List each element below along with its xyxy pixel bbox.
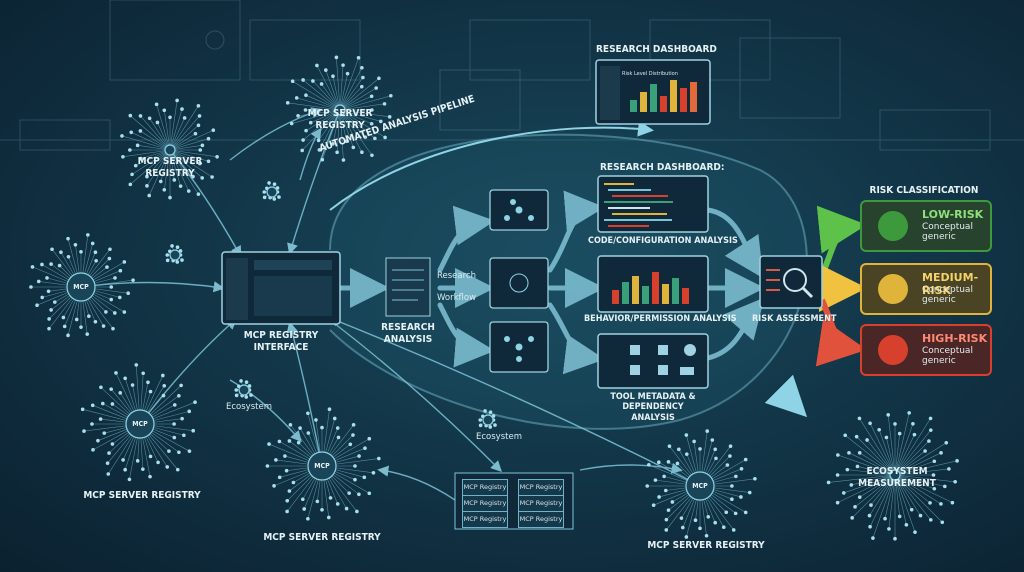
medium-risk-indicator [878, 274, 908, 304]
network-cluster [826, 411, 959, 541]
registry-label-bottom-right: MCP SERVER REGISTRY [647, 540, 765, 551]
low-risk-indicator [878, 211, 908, 241]
tool-metadata-window [597, 333, 709, 389]
network-cluster [262, 181, 281, 201]
registry-label-bottom-left: MCP SERVER REGISTRY [83, 490, 201, 501]
mcp-registry-button[interactable]: MCP Registry [462, 511, 508, 528]
code-analysis-window [597, 175, 709, 233]
mcp-node-label: MCP [692, 482, 708, 490]
risk-assessment-window [759, 255, 823, 309]
research-dashboard-title: RESEARCH DASHBOARD [596, 44, 717, 55]
research-analysis-doc [385, 257, 431, 317]
registry-interface-label: MCP REGISTRY INTERFACE [243, 330, 319, 353]
high-risk-title: HIGH-RISK [922, 332, 988, 345]
network-cluster [29, 233, 135, 338]
research-analysis-label: RESEARCH ANALYSIS [381, 322, 435, 345]
network-cluster [165, 244, 184, 264]
mcp-registry-button[interactable]: MCP Registry [462, 495, 508, 512]
network-cluster [265, 407, 381, 521]
ecosystem-measurement-label: ECOSYSTEM MEASUREMENT [858, 466, 936, 489]
mcp-node-label: MCP [132, 420, 148, 428]
ecosystem-label-left: Ecosystem [226, 402, 272, 412]
mcp-registry-button[interactable]: MCP Registry [518, 511, 564, 528]
ecosystem-label-mid: Ecosystem [476, 432, 522, 442]
risk-classification-title: RISK CLASSIFICATION [869, 185, 979, 196]
office-background [0, 0, 1024, 151]
medium-risk-title: MEDIUM-RISK [922, 271, 979, 297]
behavior-analysis-window [597, 255, 709, 313]
risk-assessment-label: RISK ASSESSMENT [752, 314, 837, 324]
research-dashboard-subtitle: RESEARCH DASHBOARD: [600, 162, 725, 173]
workflow-label: Workflow [437, 293, 477, 303]
research-dashboard-window [595, 59, 711, 125]
mcp-node-label: MCP [73, 283, 89, 291]
dashboard-caption: Risk Level Distribution [622, 71, 678, 77]
network-cluster [120, 98, 219, 200]
high-risk-indicator [878, 335, 908, 365]
mcp-registry-button[interactable]: MCP Registry [462, 479, 508, 496]
network-cluster [234, 379, 253, 399]
network-cluster [645, 429, 757, 539]
low-risk-title: LOW-RISK [922, 208, 984, 221]
mcp-registry-button[interactable]: MCP Registry [518, 479, 564, 496]
research-label: Research [437, 271, 476, 281]
registry-label-left: MCP SERVER REGISTRY [137, 156, 203, 179]
mcp-node-label: MCP [314, 462, 330, 470]
network-cluster [478, 409, 497, 429]
network-cluster [285, 55, 393, 162]
behavior-analysis-label: BEHAVIOR/PERMISSION ANALYSIS [584, 314, 737, 324]
registry-label-bottom-mid: MCP SERVER REGISTRY [263, 532, 381, 543]
code-analysis-label: CODE/CONFIGURATION ANALYSIS [588, 236, 738, 246]
registry-interface-window [221, 251, 341, 325]
network-cluster [80, 363, 197, 482]
mcp-registry-button[interactable]: MCP Registry [518, 495, 564, 512]
registry-label-top: MCP SERVER REGISTRY [307, 108, 373, 131]
tool-metadata-label: TOOL METADATA & DEPENDENCY ANALYSIS [610, 392, 696, 423]
